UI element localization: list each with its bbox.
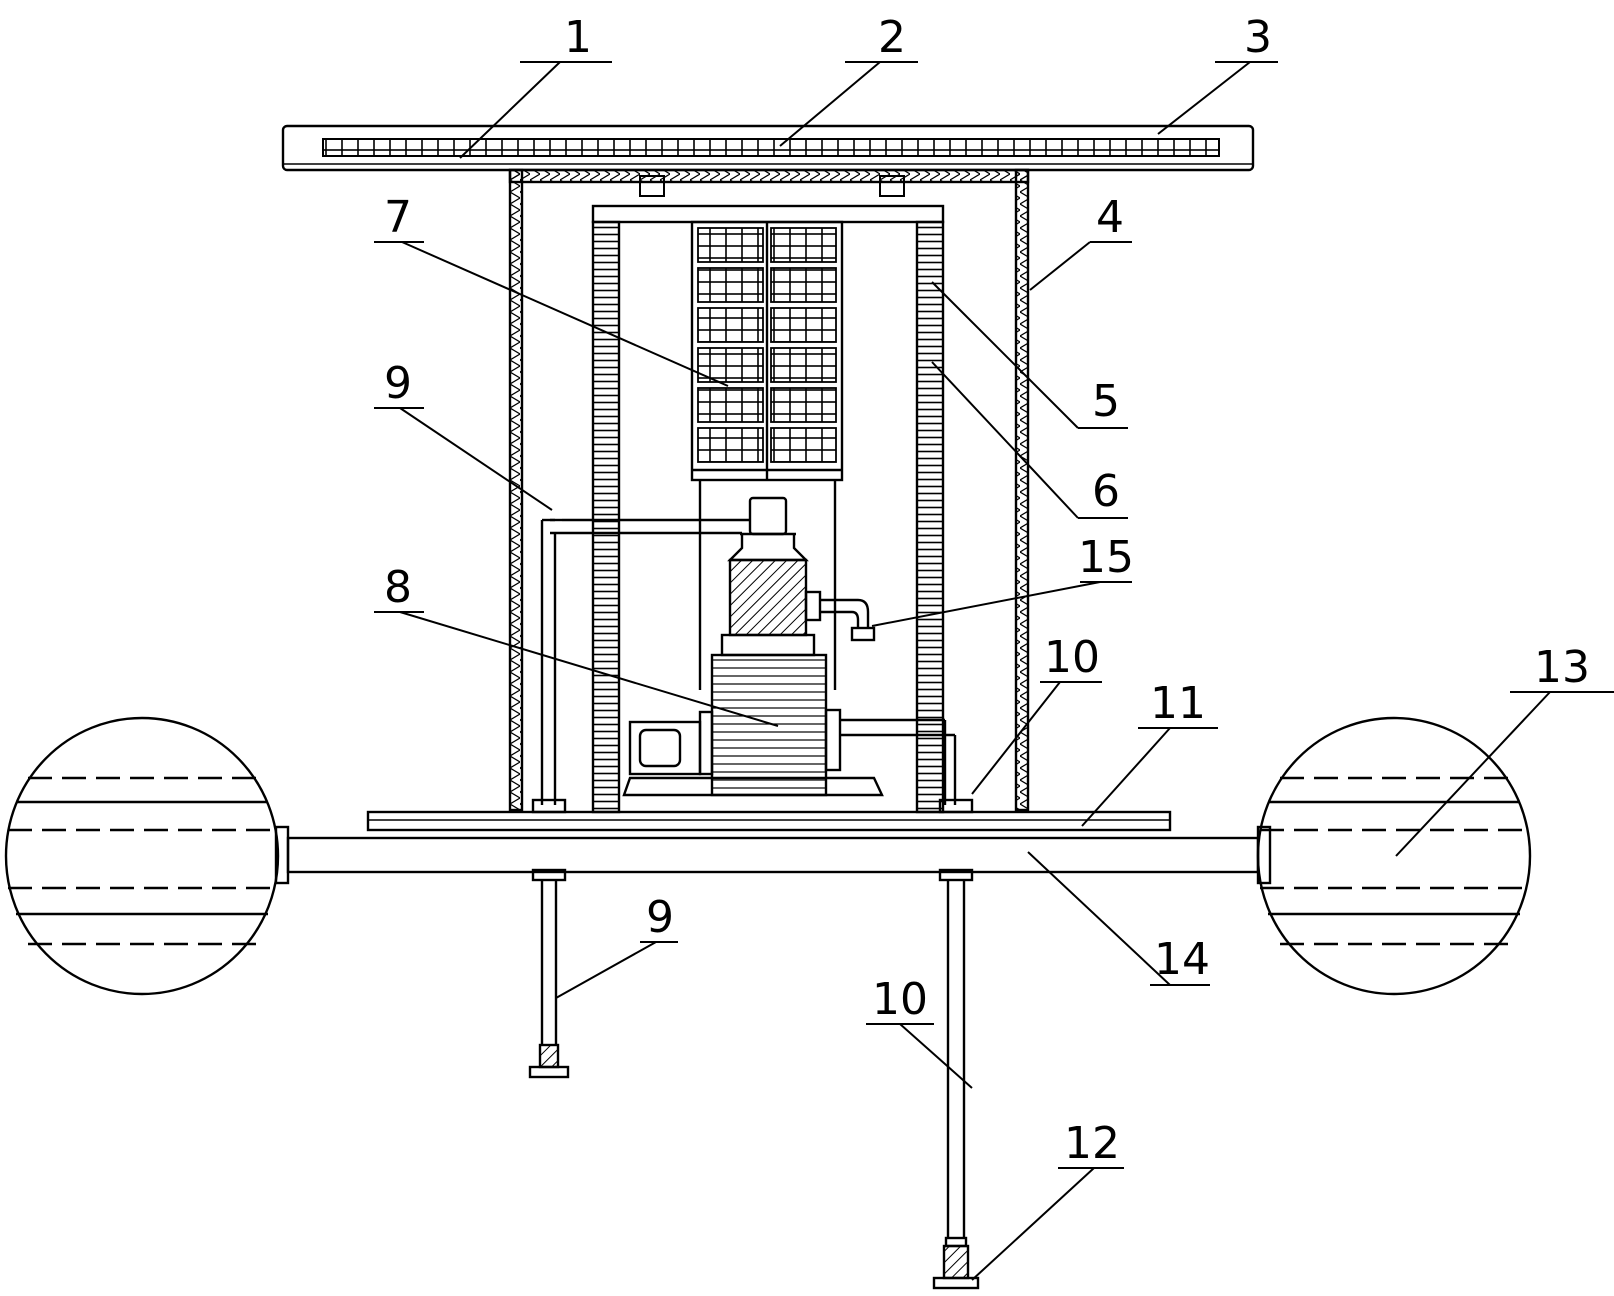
float-left: [4, 716, 280, 996]
label-14: 14: [1154, 934, 1210, 985]
label-9-lower: 9: [646, 892, 674, 943]
leader-lines: [374, 61, 1614, 1281]
label-1: 1: [564, 12, 592, 63]
label-6: 6: [1092, 466, 1120, 517]
pump-assembly: [622, 496, 957, 805]
label-4: 4: [1096, 192, 1124, 243]
label-3: 3: [1244, 12, 1272, 63]
label-12: 12: [1064, 1118, 1120, 1169]
base-plate: [366, 810, 1172, 832]
label-11: 11: [1150, 678, 1206, 729]
label-10-lower: 10: [872, 974, 928, 1025]
label-8: 8: [384, 562, 412, 613]
label-13: 13: [1534, 642, 1590, 693]
float-right: [1256, 716, 1532, 996]
inner-frame: [591, 204, 945, 814]
beam: [274, 825, 1272, 885]
outer-housing: [508, 168, 1030, 812]
pipe-10: [932, 798, 980, 1290]
label-10-upper: 10: [1044, 632, 1100, 683]
label-2: 2: [878, 12, 906, 63]
solar-panel: [281, 124, 1255, 197]
label-7: 7: [384, 192, 412, 243]
label-9-upper: 9: [384, 358, 412, 409]
label-5: 5: [1092, 376, 1120, 427]
battery-pack: [690, 220, 844, 690]
label-15: 15: [1078, 532, 1134, 583]
